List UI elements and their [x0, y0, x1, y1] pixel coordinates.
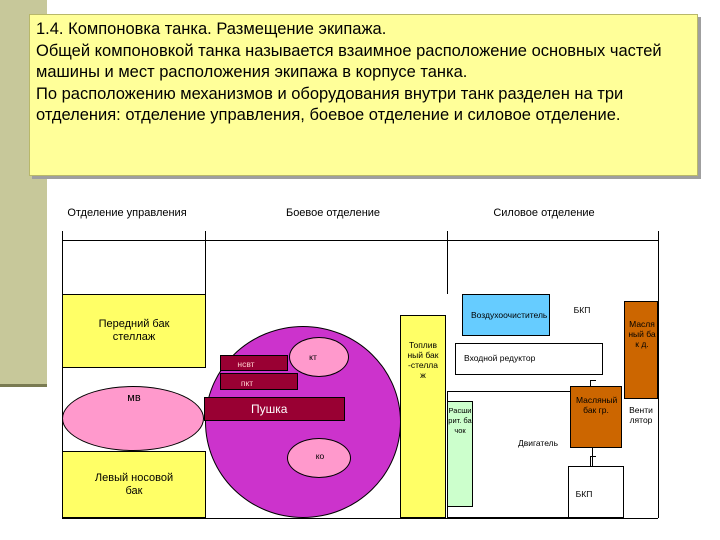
commander-seat-label: кт — [309, 352, 317, 362]
bracket-mark — [590, 380, 596, 381]
dim-tick — [205, 231, 206, 246]
section-label-combat: Боевое отделение — [285, 207, 381, 219]
header-definition: Общей компоновкой танка называется взаим… — [36, 41, 662, 82]
pkt-label: пкт — [240, 378, 254, 388]
coaxial-mg-label: нсвт — [237, 359, 255, 369]
input-reducer: Входной редуктор — [455, 343, 603, 375]
oil-tank-main: Масляный бак гр. — [570, 386, 622, 448]
section-label-power: Силовое отделение — [493, 207, 595, 219]
bkp-bottom-label: БКП — [575, 489, 593, 499]
driver-seat-label: мв — [127, 392, 141, 404]
machine-gun-pkt: пкт — [220, 373, 298, 390]
front-fuel-tank-label: Передний бак стеллаж — [98, 318, 170, 343]
bracket-mark — [590, 456, 596, 457]
coaxial-machine-gun: нсвт — [220, 355, 288, 371]
partition-line — [205, 246, 206, 294]
dim-tick — [658, 231, 659, 246]
air-cleaner-label: Воздухоочиститель — [471, 310, 548, 320]
header-sections-text: По расположению механизмов и оборудовани… — [36, 84, 624, 125]
gunner-seat: ко — [287, 438, 351, 478]
section-label-control: Отделение управления — [67, 207, 187, 219]
header-title: 1.4. Компоновка танка. Размещение экипаж… — [36, 20, 387, 38]
bkp-top-label: БКП — [573, 305, 591, 315]
commander-seat: кт — [289, 337, 349, 377]
hull-left-wall — [62, 246, 63, 518]
gunner-seat-label: ко — [315, 451, 325, 461]
bracket-mark — [590, 380, 591, 386]
main-gun: Пушка — [204, 397, 345, 421]
expansion-tank-label: Расширит. бачок — [448, 406, 472, 435]
driver-seat: мв — [62, 386, 204, 451]
dim-tick — [447, 231, 448, 246]
fuel-rack-tank: Топливный бак-стеллаж — [400, 315, 446, 518]
hull-right-wall — [658, 246, 659, 518]
fan-label: Вентилятор — [629, 405, 653, 425]
hull-bottom — [62, 518, 658, 519]
oil-tank-right: Масляный бак д. — [624, 301, 658, 399]
engine-label: Двигатель — [517, 438, 559, 448]
dim-line — [62, 240, 658, 241]
oil-tank-main-label: Масляный бак гр. — [576, 395, 618, 415]
front-fuel-tank: Передний бак стеллаж — [62, 294, 206, 368]
slide-side-bar-line — [0, 384, 47, 387]
partition-line — [447, 246, 448, 294]
input-reducer-label: Входной редуктор — [464, 353, 536, 363]
left-nose-tank: Левый носовой бак — [62, 451, 206, 518]
header-text-box: 1.4. Компоновка танка. Размещение экипаж… — [29, 14, 698, 176]
air-cleaner: Воздухоочиститель — [462, 294, 550, 336]
main-gun-label: Пушка — [251, 402, 288, 416]
fuel-rack-tank-label: Топливный бак-стеллаж — [407, 340, 439, 380]
oil-tank-right-label: Масляный бак д. — [628, 319, 656, 349]
dim-tick — [62, 231, 63, 246]
left-nose-tank-label: Левый носовой бак — [94, 471, 174, 497]
bkp-bottom: БКП — [568, 466, 624, 518]
expansion-tank: Расширит. бачок — [447, 401, 473, 507]
bracket-mark — [590, 456, 591, 466]
